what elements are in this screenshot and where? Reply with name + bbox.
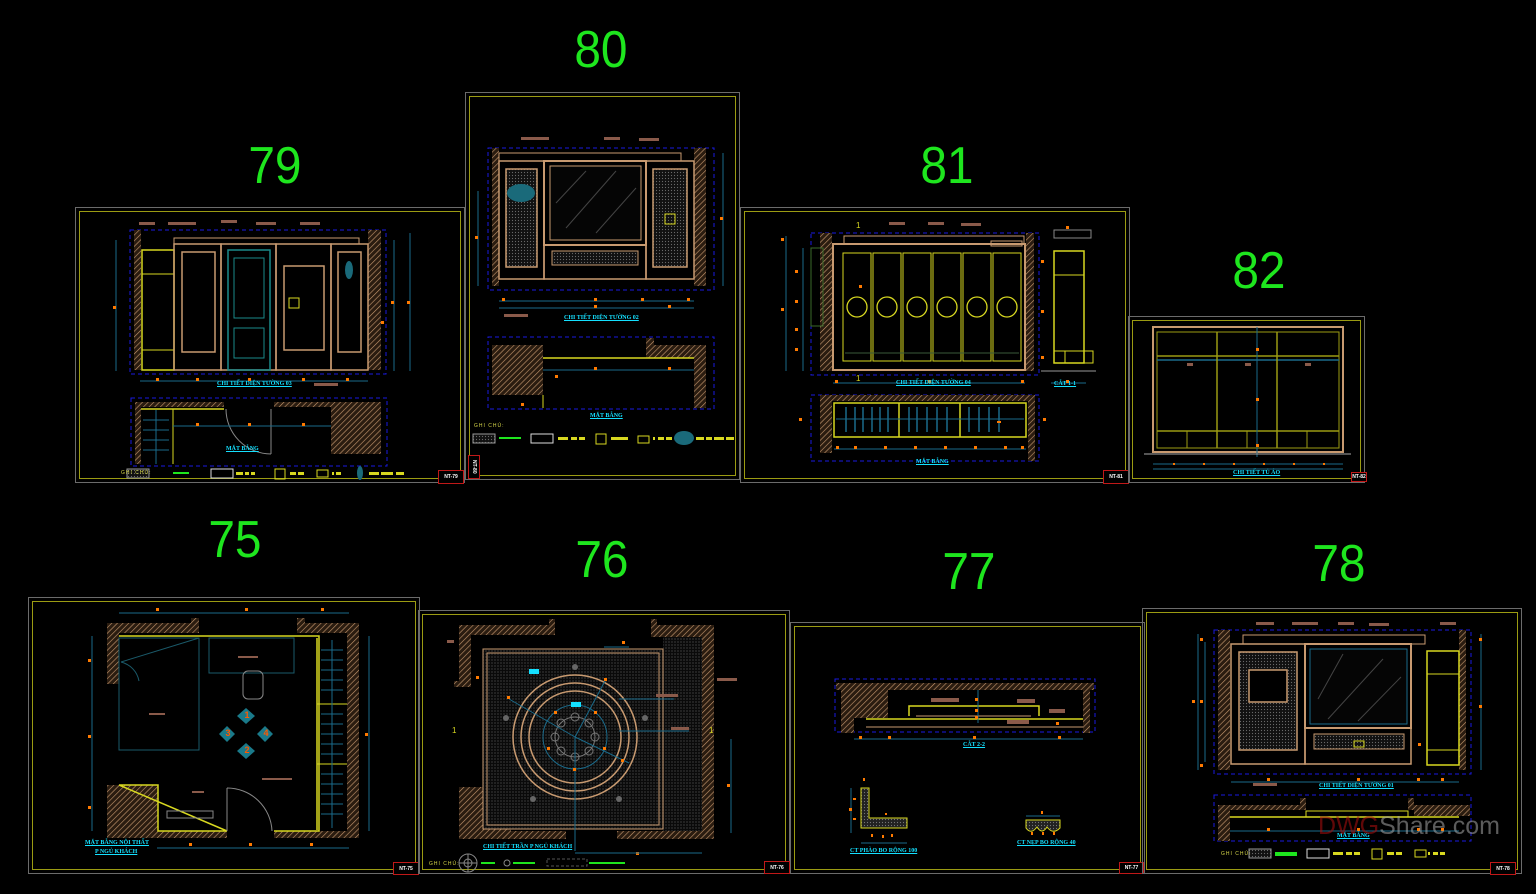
- section-marker-top: 1: [856, 221, 861, 230]
- sheet-82[interactable]: CHI TIẾT TỦ ÁO NT-82: [1128, 316, 1367, 483]
- sheet-79-stamp: NT-79: [438, 470, 464, 484]
- wardrobe-elevation-drawing: 1 1: [781, 221, 1096, 462]
- sheet-78-plan-caption: MẶT BẰNG: [1337, 833, 1370, 839]
- sheet-76-title: CHI TIẾT TRẦN P NGỦ KHÁCH: [483, 844, 573, 850]
- sheet-frame: [1146, 612, 1518, 870]
- sheet-75-subtitle: P NGỦ KHÁCH: [95, 849, 138, 855]
- sheet-frame: [32, 601, 416, 870]
- sheet-number-80: 80: [574, 21, 628, 79]
- sheet-77-title: CẮT 2-2: [963, 742, 986, 748]
- sheet-79-legend-label: GHI CHÚ:: [121, 470, 152, 476]
- sheet-number-79: 79: [248, 137, 302, 195]
- sheet-78-title: CHI TIẾT DIỆN TƯỜNG 01: [1319, 783, 1394, 789]
- wall-elevation-drawing: [113, 220, 411, 480]
- sheet-81-stamp: NT-81: [1103, 470, 1129, 484]
- sheet-frame: [794, 626, 1141, 870]
- sheet-77-detail-left-caption: CT PHÀO BO RỘNG 100: [850, 848, 918, 854]
- sheet-75-stamp: NT-75: [393, 862, 419, 875]
- sheet-76-legend-label: GHI CHÚ:: [429, 861, 460, 867]
- section-detail-drawing: [834, 678, 1096, 844]
- watermark-logo: DWGShare.com: [1318, 812, 1500, 841]
- ceiling-plan-drawing: 1 1: [447, 619, 737, 873]
- sheet-79-title: CHI TIẾT DIỆN TƯỜNG 03: [217, 381, 292, 387]
- sheet-frame: [422, 614, 786, 870]
- view-marker-4: 4: [263, 728, 269, 738]
- sheet-78-legend-label: GHI CHÚ:: [1221, 851, 1252, 857]
- sheet-number-76: 76: [575, 531, 629, 589]
- sheet-82-stamp: NT-82: [1351, 472, 1367, 482]
- sheet-81-title: CHI TIẾT DIỆN TƯỜNG 04: [896, 380, 971, 386]
- sheet-81-section-caption: CẮT 1-1: [1054, 381, 1077, 387]
- sheet-frame: [79, 211, 461, 479]
- sheet-frame: [469, 96, 736, 476]
- sheet-78[interactable]: CHI TIẾT DIỆN TƯỜNG 01 MẶT BẰNG GHI CHÚ:…: [1142, 608, 1522, 875]
- view-marker-2: 2: [244, 745, 250, 755]
- sheet-number-75: 75: [208, 511, 262, 569]
- sheet-79-plan-caption: MẶT BẰNG: [226, 446, 259, 452]
- floor-plan-drawing: [88, 608, 370, 849]
- view-marker-3: 3: [225, 728, 231, 738]
- sheet-81-plan-caption: MẶT BẰNG: [916, 459, 949, 465]
- svg-text:1: 1: [856, 374, 861, 383]
- sheet-number-78: 78: [1312, 535, 1366, 593]
- sheet-81[interactable]: 1 1: [740, 207, 1130, 484]
- sheet-80-legend-label: GHI CHÚ:: [474, 423, 505, 429]
- sheet-77[interactable]: CẮT 2-2 CT PHÀO BO RỘNG 100 CT NẸP BO RỘ…: [790, 622, 1145, 874]
- wardrobe-detail-drawing: [1144, 326, 1351, 470]
- sheet-frame: [744, 211, 1126, 479]
- sheet-number-81: 81: [920, 137, 974, 195]
- sheet-78-stamp: NT-78: [1490, 862, 1516, 875]
- sheet-82-title: CHI TIẾT TỦ ÁO: [1233, 470, 1281, 476]
- sheet-77-stamp: NT-77: [1119, 862, 1144, 874]
- sheet-77-detail-right-caption: CT NẸP BO RỘNG 40: [1017, 840, 1076, 846]
- sheet-number-82: 82: [1232, 242, 1286, 300]
- wall-elevation-drawing: [1192, 622, 1482, 860]
- view-marker-1: 1: [244, 710, 250, 720]
- sheet-80-stamp: NT-80: [468, 455, 480, 479]
- svg-text:1: 1: [452, 726, 457, 735]
- sheet-frame: [1132, 320, 1361, 479]
- sheet-75[interactable]: 1 2 3 4 MẶT BẰNG NỘI THẤT P NGỦ KHÁCH NT…: [28, 597, 420, 875]
- wall-elevation-drawing: [472, 137, 734, 445]
- sheet-80[interactable]: CHI TIẾT DIỆN TƯỜNG 02 MẶT BẰNG GHI CHÚ:…: [465, 92, 740, 480]
- sheet-80-plan-caption: MẶT BẰNG: [590, 413, 623, 419]
- sheet-number-77: 77: [942, 543, 996, 601]
- sheet-76-stamp: NT-76: [764, 861, 790, 874]
- sheet-80-title: CHI TIẾT DIỆN TƯỜNG 02: [564, 315, 639, 321]
- svg-text:1: 1: [709, 726, 714, 735]
- watermark-part-dwg: DWG: [1318, 812, 1380, 840]
- sheet-76[interactable]: 1 1 CHI TIẾT TRẦN P NGỦ KHÁCH GHI CHÚ: N…: [418, 610, 790, 874]
- sheet-79[interactable]: CHI TIẾT DIỆN TƯỜNG 03 MẶT BẰNG GHI CHÚ:…: [75, 207, 465, 484]
- sheet-75-title: MẶT BẰNG NỘI THẤT: [85, 840, 149, 846]
- watermark-part-share: Share.com: [1379, 812, 1500, 840]
